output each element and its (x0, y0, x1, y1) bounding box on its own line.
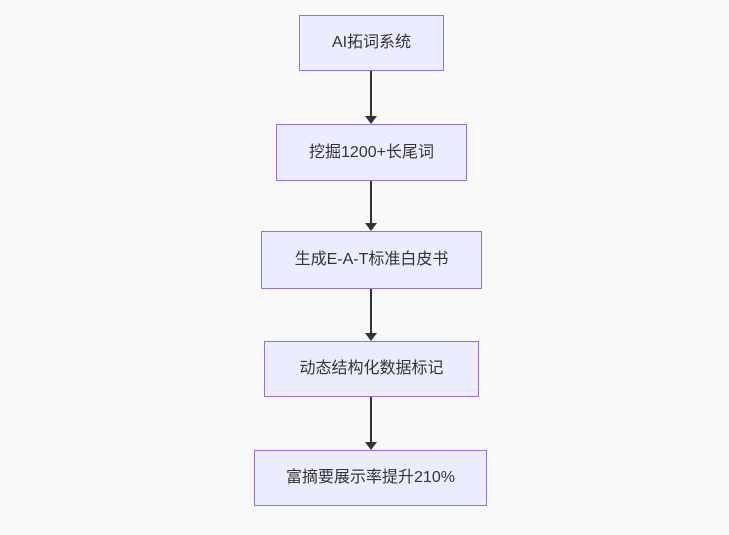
flowchart-node-ai-system: AI拓词系统 (299, 15, 444, 71)
flowchart-node-longtail-keywords: 挖掘1200+长尾词 (276, 124, 467, 181)
node-label: AI拓词系统 (331, 34, 412, 52)
flowchart-node-rich-snippet-result: 富摘要展示率提升210% (254, 450, 487, 506)
arrow-head-icon (365, 333, 377, 341)
arrow-line (370, 397, 372, 442)
arrow-line (370, 181, 372, 223)
arrow-head-icon (365, 116, 377, 124)
node-label: 生成E-A-T标准白皮书 (294, 251, 449, 269)
arrow-head-icon (365, 223, 377, 231)
flowchart-node-structured-data: 动态结构化数据标记 (264, 341, 479, 397)
node-label: 动态结构化数据标记 (299, 360, 444, 378)
arrow-line (370, 71, 372, 116)
arrow-head-icon (365, 442, 377, 450)
node-label: 富摘要展示率提升210% (286, 469, 455, 487)
node-label: 挖掘1200+长尾词 (309, 143, 434, 161)
arrow-line (370, 289, 372, 333)
flowchart-node-eat-whitepaper: 生成E-A-T标准白皮书 (261, 231, 482, 289)
